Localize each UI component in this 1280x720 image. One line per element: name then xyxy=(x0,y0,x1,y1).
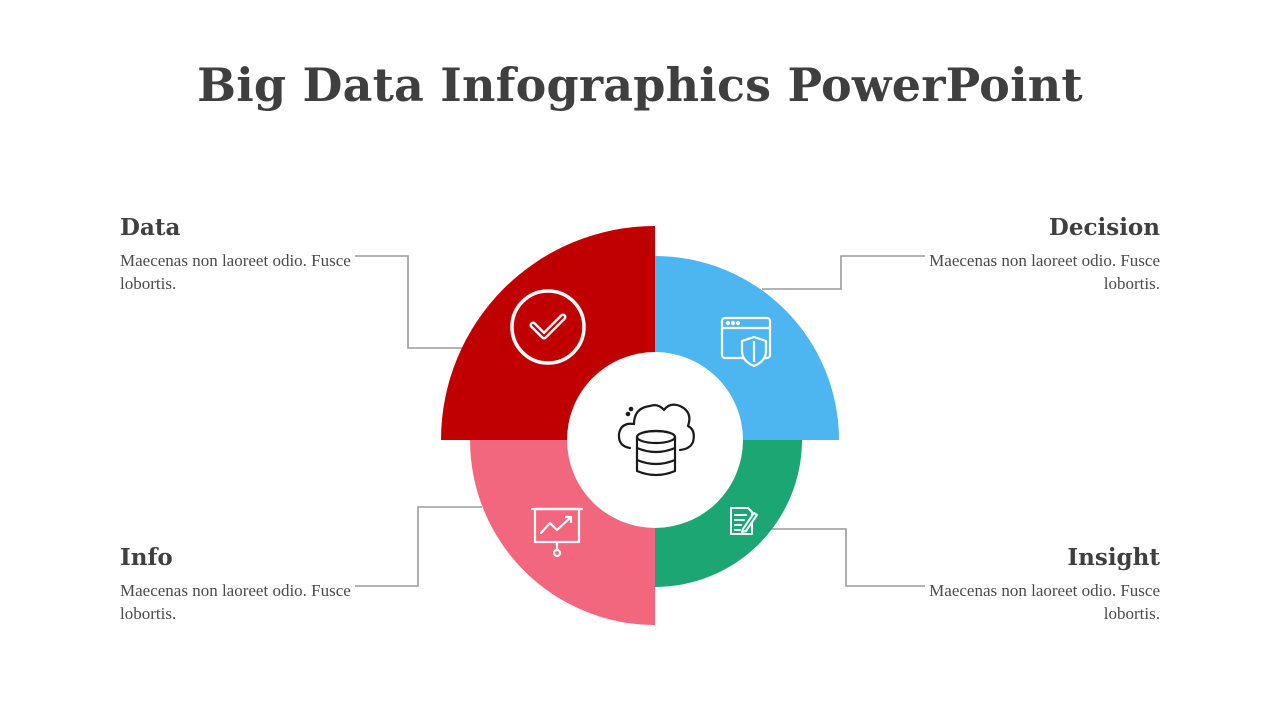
check-circle-icon xyxy=(510,289,586,365)
slide-title: Big Data Infographics PowerPoint xyxy=(197,58,1083,112)
decision-connector xyxy=(762,255,925,290)
decision-heading: Decision xyxy=(1048,214,1160,241)
insight-connector xyxy=(770,528,925,587)
data-text: Maecenas non laoreet odio. Fusce loborti… xyxy=(120,251,351,293)
connector-lines xyxy=(355,255,925,587)
info-text: Maecenas non laoreet odio. Fusce loborti… xyxy=(120,581,351,623)
info-heading: Info xyxy=(120,544,173,571)
presentation-chart-icon xyxy=(530,507,584,558)
insight-block: Insight Maecenas non laoreet odio. Fusce… xyxy=(900,544,1160,625)
decision-block: Decision Maecenas non laoreet odio. Fusc… xyxy=(900,214,1160,295)
info-block: Info Maecenas non laoreet odio. Fusce lo… xyxy=(120,544,380,625)
info-connector xyxy=(355,506,482,587)
browser-shield-icon xyxy=(720,316,772,368)
data-connector xyxy=(355,255,462,349)
insight-text: Maecenas non laoreet odio. Fusce loborti… xyxy=(929,581,1160,623)
document-pen-icon xyxy=(730,507,758,535)
cloud-database-icon xyxy=(617,403,695,477)
insight-heading: Insight xyxy=(1067,544,1160,571)
data-heading: Data xyxy=(120,214,181,241)
data-block: Data Maecenas non laoreet odio. Fusce lo… xyxy=(120,214,380,295)
decision-text: Maecenas non laoreet odio. Fusce loborti… xyxy=(929,251,1160,293)
